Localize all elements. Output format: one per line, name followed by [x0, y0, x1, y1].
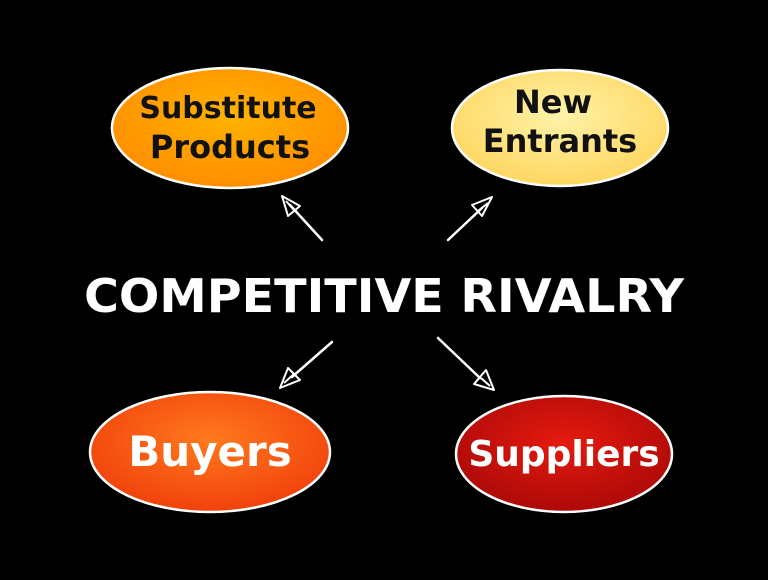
arrow-to-substitute-products — [281, 195, 324, 242]
arrow-to-suppliers — [436, 336, 495, 391]
buyers-label: Buyers — [128, 427, 292, 476]
new-entrants-ellipse — [450, 68, 670, 188]
arrow-to-buyers — [279, 340, 334, 389]
node-substitute-products: Substitute Products — [110, 66, 350, 190]
buyers-ellipse — [88, 390, 332, 514]
arrow-to-new-entrants — [446, 196, 493, 242]
node-new-entrants: New Entrants — [450, 68, 670, 188]
new-entrants-label-line2: Entrants — [483, 122, 637, 160]
node-suppliers: Suppliers — [454, 394, 674, 514]
node-buyers: Buyers — [88, 390, 332, 514]
central-title: COMPETITIVE RIVALRY — [84, 269, 685, 323]
substitute-products-label-line1: Substitute — [139, 91, 316, 126]
new-entrants-label-line1: New — [514, 83, 592, 121]
substitute-products-label-line2: Products — [150, 128, 310, 166]
suppliers-label: Suppliers — [468, 434, 659, 475]
substitute-products-ellipse — [110, 66, 350, 190]
suppliers-ellipse — [454, 394, 674, 514]
